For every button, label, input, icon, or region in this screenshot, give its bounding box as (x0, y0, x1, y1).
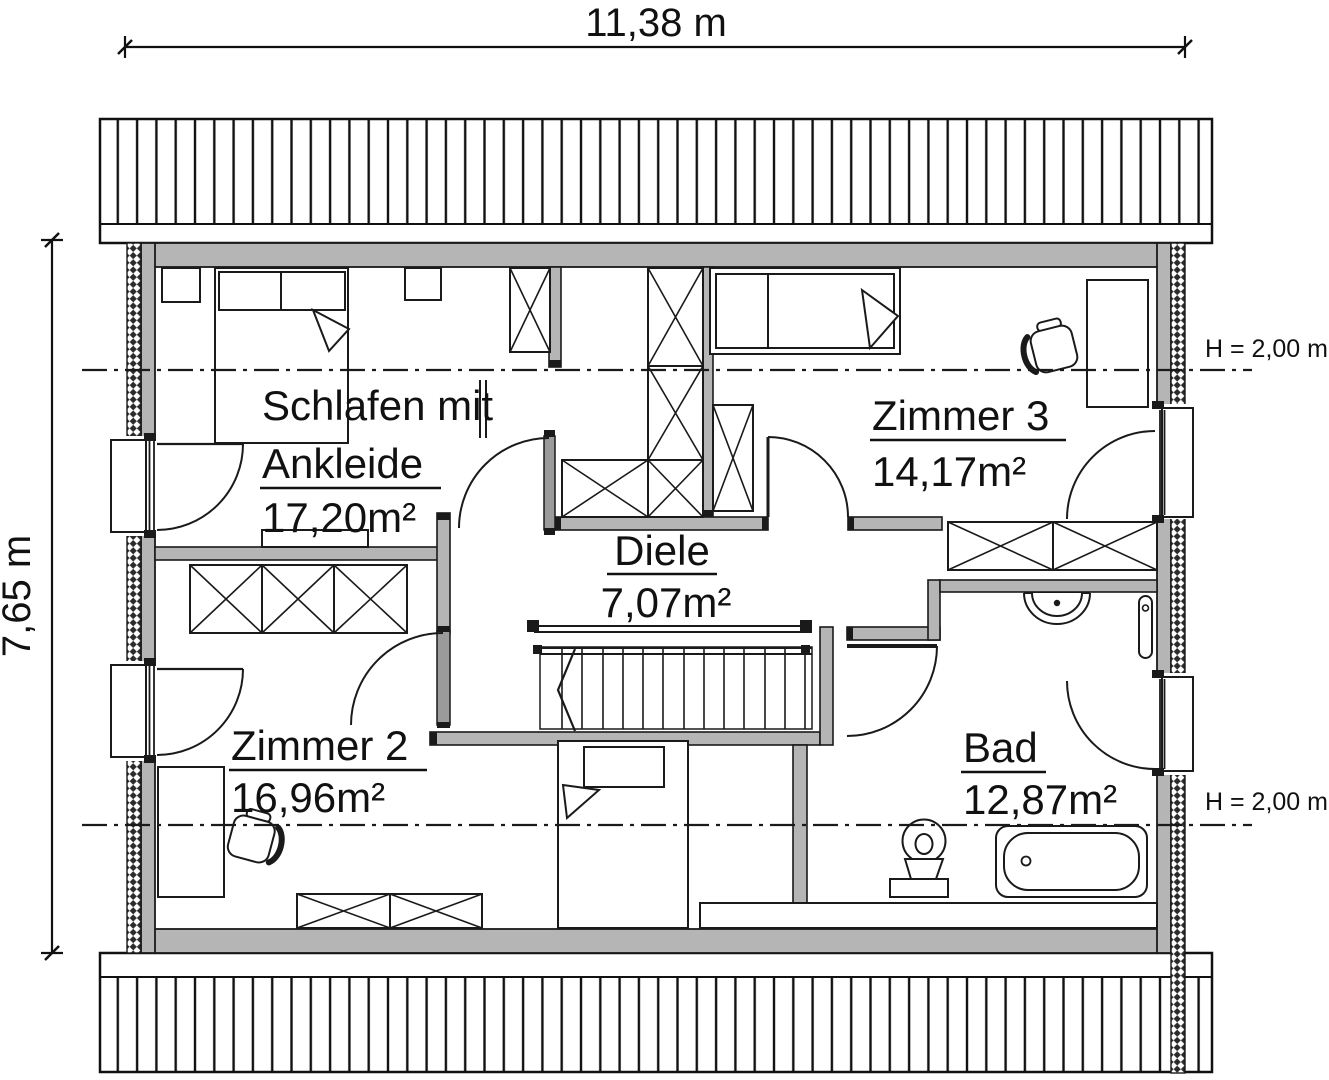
schlafen-furniture (161, 267, 551, 548)
ankleide-wardrobes (561, 267, 704, 518)
exterior-wall-right-inner (1156, 242, 1172, 954)
wardrobe (947, 521, 1054, 571)
bad-fixtures (889, 592, 1153, 898)
area-label-zimmer3: 14,17m² (872, 448, 1026, 495)
stair-flight (539, 646, 813, 730)
zimmer3-bed (709, 267, 901, 355)
door-bad (846, 644, 938, 737)
exterior-wall-left-inner (140, 242, 156, 954)
room-labels: Schlafen mit Ankleide 17,20m² Zimmer 3 1… (229, 382, 1117, 823)
room-label-schlafen-line1: Schlafen mit (262, 382, 493, 429)
sink (1023, 592, 1091, 625)
area-label-schlafen: 17,20m² (262, 494, 416, 541)
area-label-diele: 7,07m² (601, 579, 732, 626)
nightstand (404, 267, 442, 301)
radiator (1138, 595, 1153, 659)
office-chair (226, 808, 285, 866)
wardrobe (1052, 521, 1158, 571)
dimension-width: 11,38 m (117, 1, 1193, 58)
exterior-wall-right (1170, 242, 1186, 1074)
window-right-upper (1066, 401, 1194, 523)
door-schlafen (458, 430, 556, 535)
zimmer3-furniture (709, 267, 1149, 512)
window-left-upper (110, 433, 244, 538)
wardrobe (296, 893, 391, 929)
height-marker-upper: H = 2,00 m (1205, 335, 1328, 363)
schlafen-bed (214, 267, 351, 444)
screen-panel (479, 380, 487, 438)
exterior-wall-left (126, 242, 142, 954)
desk (157, 766, 225, 898)
wardrobe (647, 459, 704, 518)
sideboard (261, 529, 369, 548)
wardrobe (389, 893, 483, 929)
height-marker-lower: H = 2,00 m (1205, 788, 1328, 816)
office-chair (1020, 317, 1079, 376)
roof-overhang-bottom (98, 951, 1214, 1074)
stair-treads (561, 647, 806, 729)
wardrobe (261, 564, 335, 634)
corridor-wardrobes (947, 521, 1158, 571)
dimension-height: 7,65 m (0, 232, 63, 961)
staircase (527, 620, 813, 732)
wardrobe (712, 404, 754, 512)
dimension-height-label: 7,65 m (0, 535, 39, 657)
wardrobe (647, 267, 704, 367)
desk (1086, 279, 1149, 408)
toilet (889, 818, 949, 898)
room-label-zimmer2: Zimmer 2 (231, 722, 408, 769)
door-zimmer2 (350, 626, 451, 728)
door-zimmer3 (766, 436, 849, 518)
area-label-bad: 12,87m² (963, 776, 1117, 823)
wardrobe (647, 365, 704, 461)
nightstand (161, 267, 201, 303)
zimmer2-bed (557, 740, 689, 929)
dimension-width-label: 11,38 m (585, 1, 727, 45)
room-label-diele: Diele (614, 527, 710, 574)
wardrobe (189, 564, 263, 634)
wardrobe (561, 459, 649, 518)
zimmer2-furniture (157, 564, 689, 929)
room-label-bad: Bad (963, 724, 1038, 771)
exterior-wall-bottom (140, 928, 1172, 954)
window-left-lower (110, 658, 244, 763)
window-right-lower (1066, 670, 1194, 776)
height-lines (82, 368, 1252, 827)
room-label-schlafen-line2: Ankleide (262, 440, 423, 487)
stair-direction-arrow (556, 648, 577, 732)
knee-wall-shelf (699, 902, 1158, 929)
roof-overhang-top (98, 117, 1214, 245)
bathtub (995, 825, 1148, 898)
wardrobe (333, 564, 408, 634)
room-label-zimmer3: Zimmer 3 (872, 392, 1049, 439)
exterior-wall-top (140, 242, 1172, 268)
area-label-zimmer2: 16,96m² (231, 774, 385, 821)
wardrobe (509, 267, 551, 353)
